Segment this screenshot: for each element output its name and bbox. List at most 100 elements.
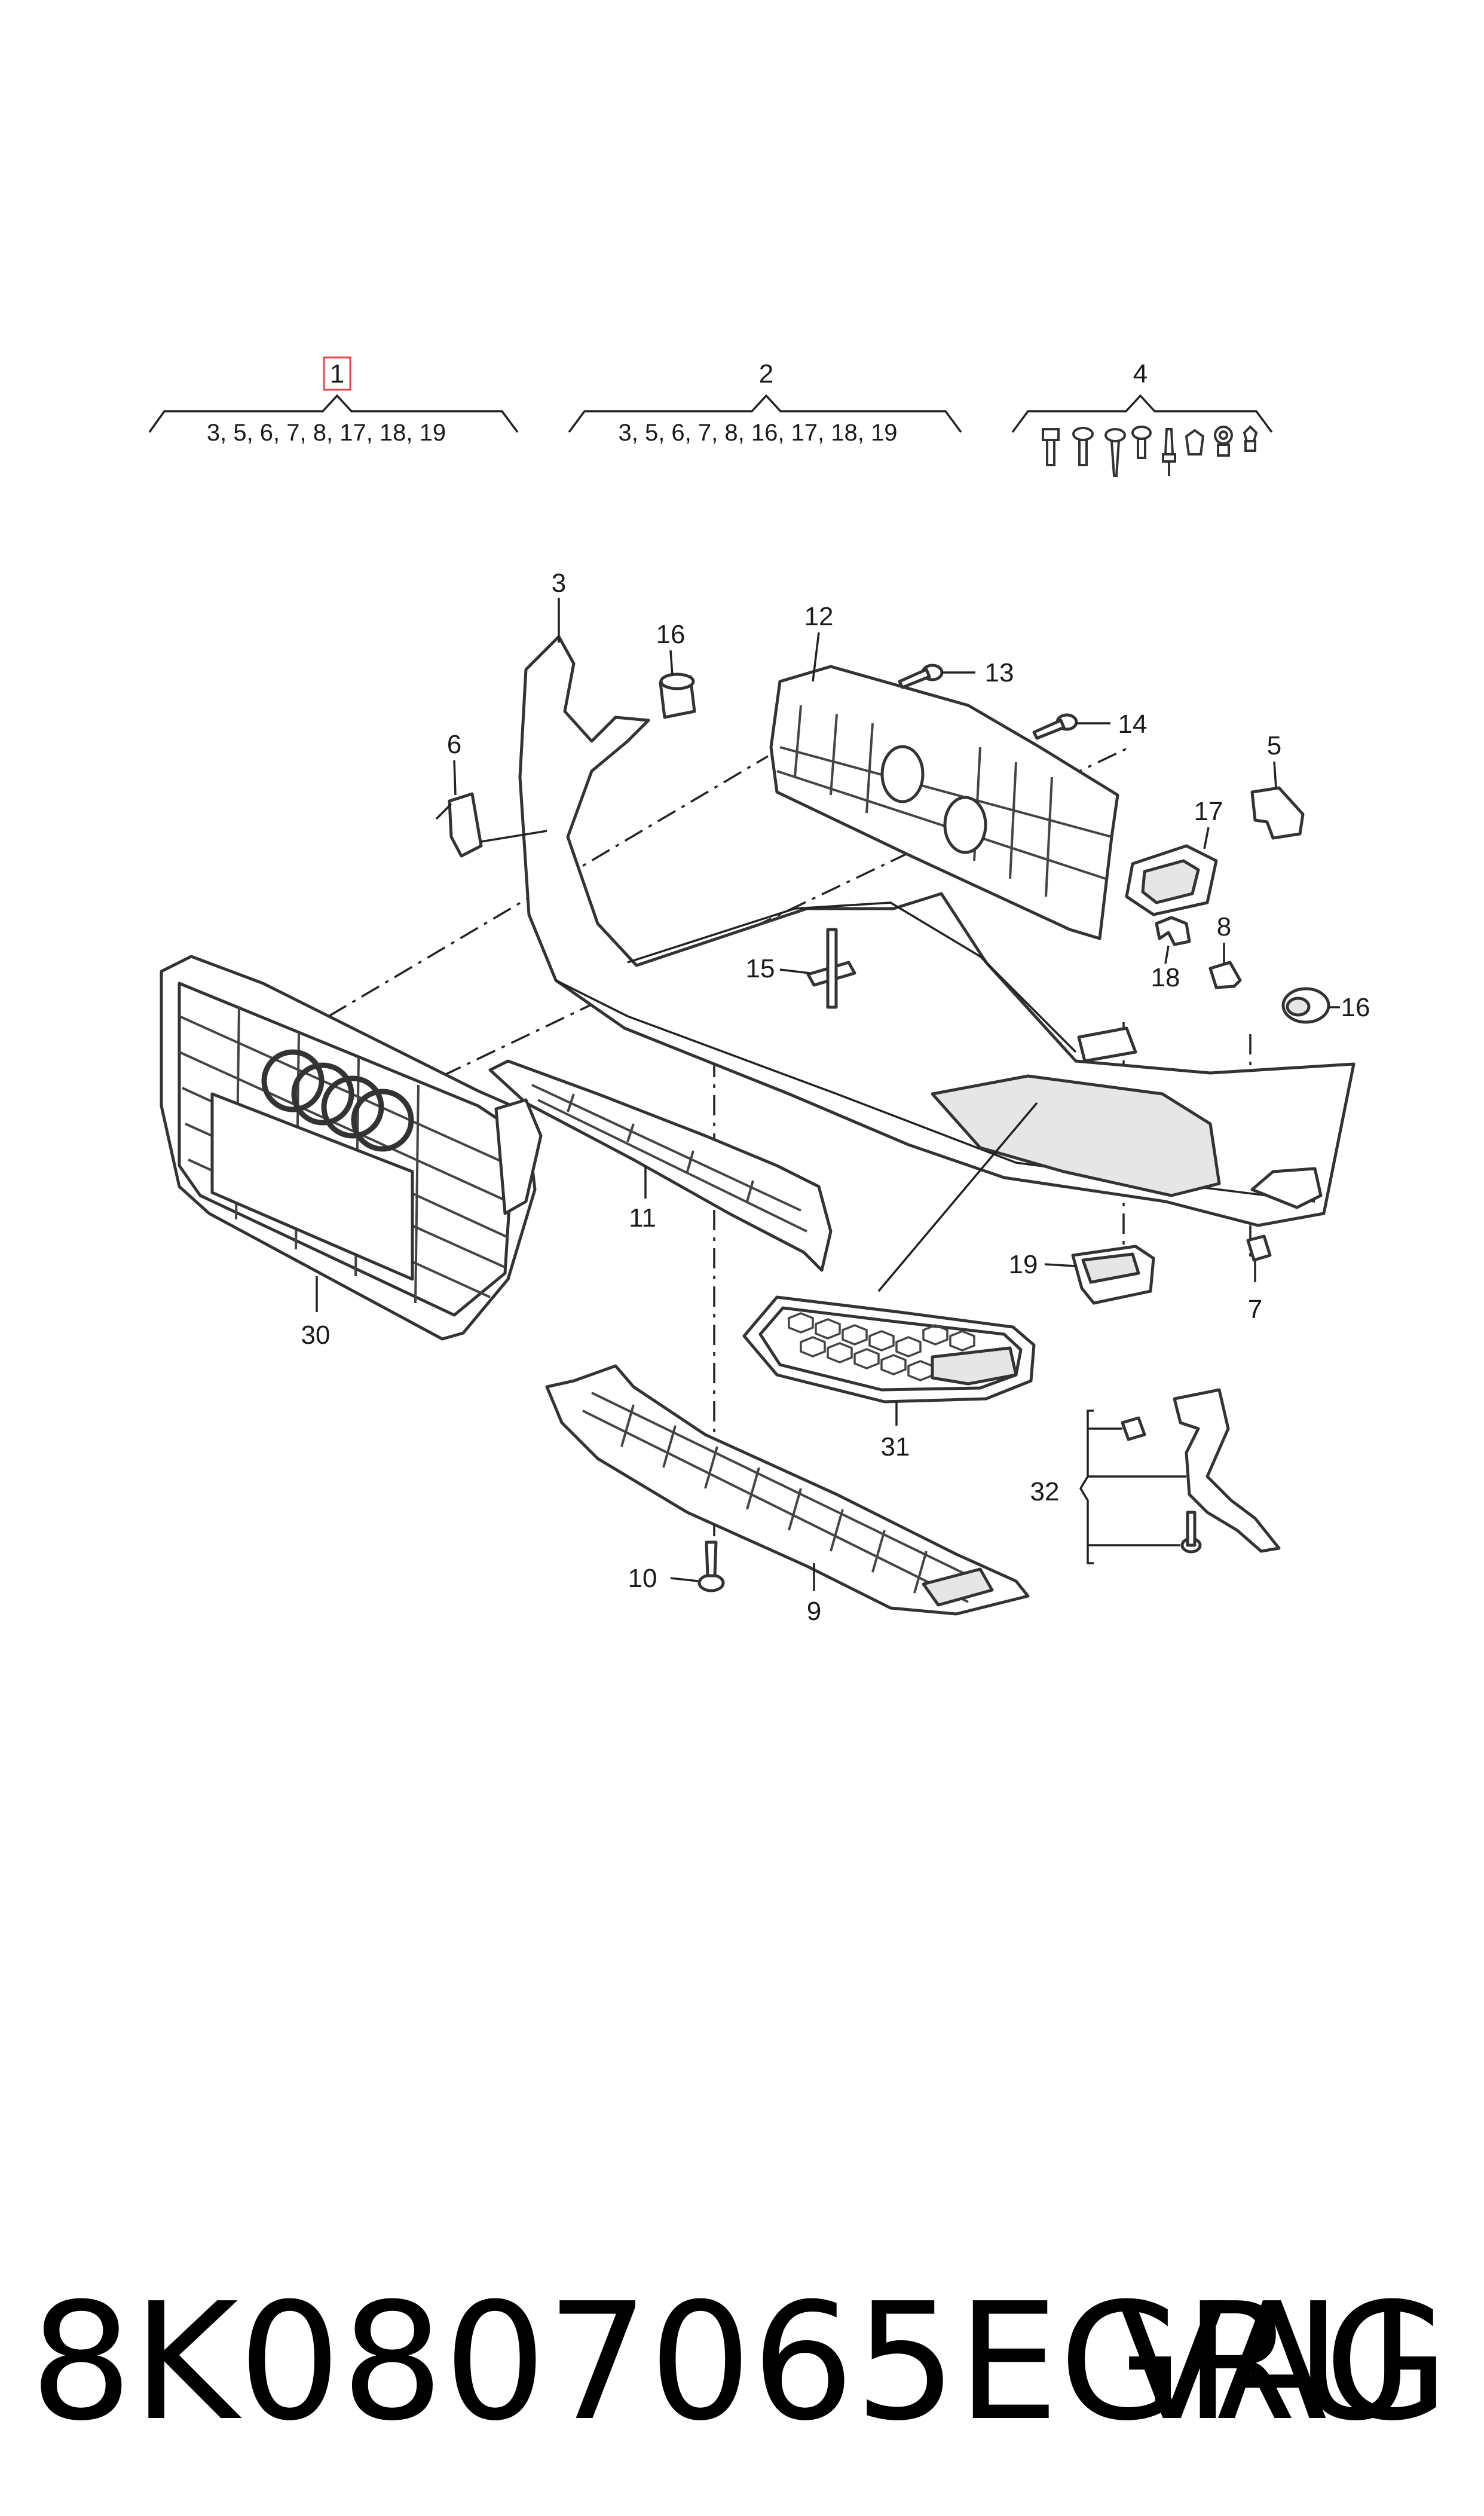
group-1-bracket [148, 394, 519, 433]
washer-cap-19 [1071, 1245, 1155, 1305]
bolt-13-shank [898, 668, 931, 689]
spoiler-11-ribs [531, 1084, 807, 1233]
spoiler-11-body [488, 1059, 833, 1272]
group-1-contents: 3, 5, 6, 7, 8, 17, 18, 19 [207, 420, 446, 446]
callout-16-top: 16 [656, 620, 686, 649]
bracket-32-bolt [1180, 1511, 1202, 1554]
bumper-cover [518, 635, 1356, 1227]
grille-30 [160, 955, 543, 1341]
group-2-number: 2 [759, 359, 773, 389]
callout-6: 6 [447, 730, 461, 759]
callout-6-leader [453, 760, 457, 796]
callout-19-leader [1044, 1263, 1076, 1267]
nut-icon [1214, 426, 1233, 457]
group-2-bracket [568, 394, 962, 433]
screw-icon [1072, 427, 1094, 466]
center-carrier-ribs [776, 705, 1112, 897]
bumper-fog-opening [931, 1074, 1221, 1197]
leader-grille-to-carrier [442, 746, 1130, 1077]
washer-cap-19-face [1081, 1252, 1140, 1284]
callout-17-leader [1203, 827, 1210, 849]
leader-grille-to-cover [328, 755, 769, 1017]
callout-9: 9 [807, 1597, 821, 1626]
tow-cap-6-tether [435, 803, 452, 820]
screw-10-shank [705, 1540, 718, 1578]
screw-10 [697, 1540, 725, 1592]
bolt-14 [1032, 713, 1078, 740]
clip-7-body [1246, 1234, 1272, 1262]
group-4-number: 4 [1133, 359, 1148, 389]
callout-15: 15 [746, 954, 775, 983]
center-carrier-sensor-left [880, 745, 925, 803]
group-4-header: 4 [1011, 359, 1273, 477]
audi-rings-logo [261, 1049, 414, 1152]
callout-31: 31 [881, 1432, 910, 1462]
clip-18 [1155, 916, 1191, 946]
undertray-9-body [545, 1364, 1030, 1616]
group-2-header: 2 3, 5, 6, 7, 8, 16, 17, 18, 19 [568, 359, 962, 446]
center-carrier-shape [769, 665, 1119, 940]
group-1-number: 1 [330, 359, 344, 389]
callout-18: 18 [1151, 963, 1180, 992]
grille-30-side-mount [494, 1098, 543, 1215]
callout-30: 30 [301, 1320, 331, 1350]
dash-dot-leaders [328, 746, 1252, 1572]
push-clip-icon [1243, 425, 1258, 452]
screw-10-head [697, 1573, 725, 1592]
fog-grille-31-pointer [877, 1102, 1038, 1292]
bracket-32-nut [1121, 1416, 1146, 1441]
bracket-15-stem [826, 928, 838, 1009]
washer-frame-17 [1125, 844, 1218, 916]
callout-12-leader [812, 632, 820, 682]
rivet-icon [1162, 428, 1176, 476]
callout-3: 3 [552, 568, 566, 598]
callout-13: 13 [985, 658, 1014, 687]
bolt-13 [898, 664, 944, 689]
fog-grille-31-honeycomb [788, 1312, 975, 1381]
sensor-holder-16-right-hole [1286, 996, 1311, 1017]
callout-32: 32 [1030, 1477, 1060, 1506]
center-carrier [769, 665, 1119, 940]
sensor-holder-16-top-ring [659, 672, 695, 690]
bumper-cover-top-edge [627, 901, 1077, 1053]
spoiler-11 [488, 1059, 833, 1272]
bracket-5 [1250, 786, 1305, 840]
callout-16-right: 16 [1341, 993, 1370, 1022]
fog-grille-31 [742, 1295, 1036, 1404]
callout-10: 10 [628, 1564, 657, 1593]
bracket-set-32 [1079, 1388, 1281, 1564]
clip-8-body [1208, 961, 1242, 989]
clip-8 [1208, 961, 1242, 989]
callout-19: 19 [1009, 1250, 1038, 1279]
fog-grille-31-lamp-cutout [931, 1346, 1018, 1386]
bracket-5-body [1250, 786, 1305, 840]
footer-part-number: 8K0807065EGRU [30, 2268, 1414, 2456]
callout-5: 5 [1267, 731, 1281, 760]
bracket-32-body [1173, 1388, 1281, 1553]
group-2-contents: 3, 5, 6, 7, 8, 16, 17, 18, 19 [618, 420, 897, 446]
fastener-icons [1042, 425, 1258, 477]
group-1-header: 1 3, 5, 6, 7, 8, 17, 18, 19 [148, 356, 519, 446]
bolt-icon [1042, 428, 1060, 466]
clip-7 [1246, 1234, 1272, 1262]
callout-5-leader [1273, 761, 1277, 788]
bumper-cover-lower-edge [555, 979, 1315, 1203]
callout-8: 8 [1217, 912, 1231, 941]
tow-cap-6-pointer [481, 830, 547, 843]
callout-18-leader [1164, 945, 1170, 964]
undertray-9 [545, 1364, 1030, 1616]
torx-screw-icon [1131, 426, 1152, 459]
clip-icon [1185, 429, 1205, 455]
tapping-screw-icon [1104, 428, 1126, 477]
callout-16-top-leader [669, 650, 674, 676]
undertray-9-ribs [582, 1392, 987, 1603]
callout-17: 17 [1194, 797, 1223, 826]
washer-frame-17-opening [1141, 859, 1200, 904]
group-1-highlight-box[interactable] [323, 356, 351, 391]
callout-12: 12 [804, 602, 834, 631]
bracket-32-brace [1079, 1410, 1094, 1564]
callout-11: 11 [629, 1203, 656, 1233]
callout-7: 7 [1248, 1295, 1262, 1324]
bracket-15 [806, 928, 856, 1009]
